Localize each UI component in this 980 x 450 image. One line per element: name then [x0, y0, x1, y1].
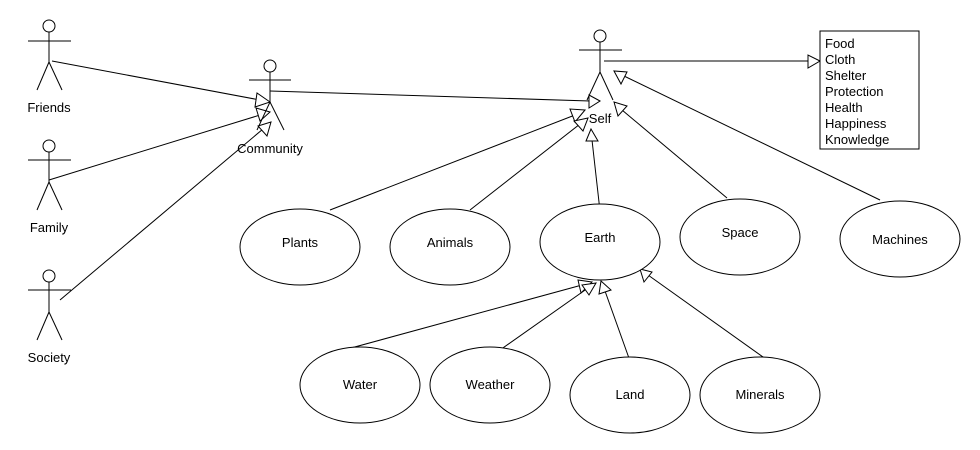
usecase-minerals-label: Minerals — [735, 387, 785, 402]
usecase-minerals: Minerals — [699, 356, 821, 434]
actor-self: Self — [579, 29, 622, 126]
needs-item: Happiness — [825, 116, 887, 131]
edge-plants-self — [329, 108, 587, 211]
usecase-land-label: Land — [616, 387, 645, 402]
actor-society-label: Society — [28, 350, 71, 365]
actor-society: Society — [28, 269, 71, 365]
edge-earth-self — [585, 127, 601, 212]
edge-minerals-earth — [639, 268, 771, 363]
connectors — [48, 54, 881, 363]
needs-item: Shelter — [825, 68, 867, 83]
usecase-earth-label: Earth — [584, 230, 615, 245]
needs-item: Knowledge — [825, 132, 889, 147]
usecase-space: Space — [679, 198, 801, 276]
edge-machines-self — [613, 70, 881, 201]
usecase-plants: Plants — [239, 208, 361, 286]
actor-community: Community — [237, 59, 303, 156]
edge-weather-earth — [499, 282, 597, 351]
usecase-space-label: Space — [722, 225, 759, 240]
usecase-machines-label: Machines — [872, 232, 928, 247]
actor-friends-label: Friends — [27, 100, 71, 115]
actor-community-label: Community — [237, 141, 303, 156]
needs-box: Food Cloth Shelter Protection Health Hap… — [819, 30, 920, 150]
usecase-weather-label: Weather — [466, 377, 516, 392]
actor-friends: Friends — [27, 19, 71, 115]
usecase-weather: Weather — [429, 346, 551, 424]
edge-community-self — [269, 90, 601, 109]
usecase-plants-label: Plants — [282, 235, 319, 250]
edge-society-community — [59, 121, 272, 301]
needs-item: Cloth — [825, 52, 855, 67]
usecase-animals-label: Animals — [427, 235, 474, 250]
edge-animals-self — [469, 117, 589, 211]
usecase-machines: Machines — [839, 200, 961, 278]
edge-family-community — [48, 107, 272, 181]
usecase-animals: Animals — [389, 208, 511, 286]
edge-water-earth — [339, 279, 594, 352]
usecase-land: Land — [569, 356, 691, 434]
actor-family-label: Family — [30, 220, 69, 235]
needs-item: Food — [825, 36, 855, 51]
actor-family: Family — [28, 139, 71, 235]
usecase-earth: Earth — [539, 203, 661, 281]
edge-land-earth — [598, 280, 631, 362]
needs-item: Health — [825, 100, 863, 115]
usecase-water: Water — [299, 346, 421, 424]
actor-self-label: Self — [589, 111, 612, 126]
needs-item: Protection — [825, 84, 884, 99]
edge-self-needs — [604, 54, 822, 69]
edge-space-self — [613, 101, 728, 199]
edge-friends-community — [51, 60, 272, 108]
usecase-water-label: Water — [343, 377, 378, 392]
